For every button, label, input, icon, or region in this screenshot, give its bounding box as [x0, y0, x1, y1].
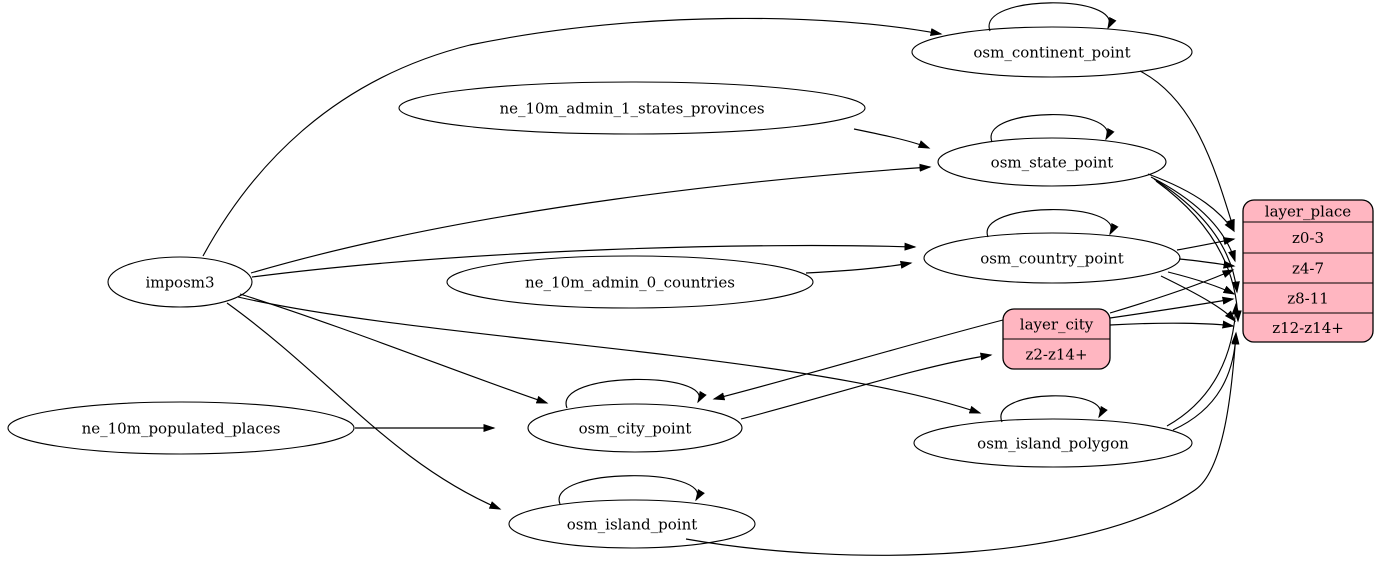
edge-osm_state_point--osm_state_point: [990, 114, 1115, 143]
edge-osm_island_polygon--osm_island_polygon: [1000, 395, 1108, 423]
edge-layer_city--layer_place:z4-7: [1109, 269, 1235, 314]
node-ne_10m_admin_1_states_provinces: [398, 81, 866, 135]
node-label-osm_island_point: osm_island_point: [567, 516, 698, 534]
edge-layer_city--layer_place:z8-11: [1109, 296, 1235, 319]
edge-layer_city--layer_place:z12-z14+: [1109, 320, 1235, 329]
edge-osm_country_point--osm_country_point: [986, 209, 1119, 238]
edge-osm_continent_point--osm_continent_point: [988, 2, 1117, 32]
node-osm_state_point: [937, 137, 1167, 187]
node-imposm3: [107, 256, 253, 308]
edge-imposm3--osm_continent_point: [202, 17, 943, 257]
edge-imposm3--osm_country_point: [251, 242, 917, 278]
node-osm_continent_point: [911, 26, 1193, 78]
record-row-layer_place-z4-7: z4-7: [1292, 260, 1324, 278]
edges-layer: [202, 2, 1242, 556]
edge-osm_continent_point--layer_place:z0-3: [1139, 70, 1235, 232]
node-label-osm_continent_point: osm_continent_point: [973, 44, 1130, 62]
edge-osm_country_point--layer_place:z12-z14+: [1160, 275, 1237, 323]
record-row-layer_place-z8-11: z8-11: [1287, 290, 1329, 308]
edge-osm_country_point--layer_place:z8-11: [1167, 271, 1236, 295]
node-ne_10m_populated_places: [7, 401, 355, 455]
edge-osm_island_point--layer_place:z12-z14+: [685, 331, 1240, 556]
edge-ne_10m_admin_0_countries--osm_country_point: [805, 260, 913, 274]
edge-osm_country_point--layer_place:z4-7: [1178, 258, 1236, 269]
node-label-osm_state_point: osm_state_point: [991, 154, 1114, 172]
edge-layer_city--osm_city_point: [712, 319, 1004, 401]
edge-imposm3--osm_island_polygon: [237, 296, 982, 414]
edge-ne_10m_admin_1_states_provinces--osm_state_point: [853, 128, 931, 149]
edge-osm_island_polygon--layer_place:z8-11: [1166, 302, 1240, 427]
edge-imposm3--osm_city_point: [239, 293, 549, 404]
node-osm_country_point: [923, 232, 1181, 284]
edge-osm_country_point--layer_place:z0-3: [1176, 237, 1236, 251]
edge-osm_island_point--osm_island_point: [558, 475, 705, 505]
edge-osm_city_point--layer_city: [740, 352, 993, 420]
record-layer_city: layer_city z2-z14+: [1002, 308, 1111, 370]
node-osm_island_polygon: [913, 418, 1193, 468]
edge-osm_state_point--layer_place:z8-11: [1153, 178, 1240, 294]
record-row-layer_place-z12-z14+: z12-z14+: [1272, 319, 1344, 337]
record-row-layer_place-z0-3: z0-3: [1292, 229, 1324, 247]
nodes-layer: imposm3 ne_10m_populated_places ne_10m_adm…: [7, 26, 1374, 549]
node-label-imposm3: imposm3: [145, 274, 214, 292]
node-label-osm_country_point: osm_country_point: [980, 250, 1124, 268]
node-osm_city_point: [527, 403, 743, 453]
node-ne_10m_admin_0_countries: [446, 255, 814, 309]
edge-osm_state_point--layer_place:z0-3: [1147, 173, 1235, 233]
node-label-osm_city_point: osm_city_point: [579, 420, 692, 438]
edge-osm_city_point--osm_city_point: [565, 378, 707, 409]
node-label-osm_island_polygon: osm_island_polygon: [977, 435, 1129, 453]
node-label-ne_10m_populated_places: ne_10m_populated_places: [82, 420, 281, 438]
edge-imposm3--osm_island_point: [226, 302, 502, 510]
record-row-layer_city-z2-z14+: z2-z14+: [1025, 346, 1087, 364]
edge-imposm3--osm_state_point: [250, 163, 932, 274]
record-box-layer_place: [1242, 199, 1374, 343]
node-label-ne_10m_admin_1_states_provinces: ne_10m_admin_1_states_provinces: [499, 100, 764, 118]
node-label-ne_10m_admin_0_countries: ne_10m_admin_0_countries: [525, 274, 735, 292]
record-header-layer_city: layer_city: [1020, 316, 1094, 334]
node-osm_island_point: [508, 499, 756, 549]
edge-osm_state_point--layer_place:z4-7: [1150, 176, 1236, 263]
record-layer_place: layer_place z0-3 z4-7 z8-11 z12-z14+: [1242, 199, 1374, 343]
record-header-layer_place: layer_place: [1265, 203, 1352, 221]
